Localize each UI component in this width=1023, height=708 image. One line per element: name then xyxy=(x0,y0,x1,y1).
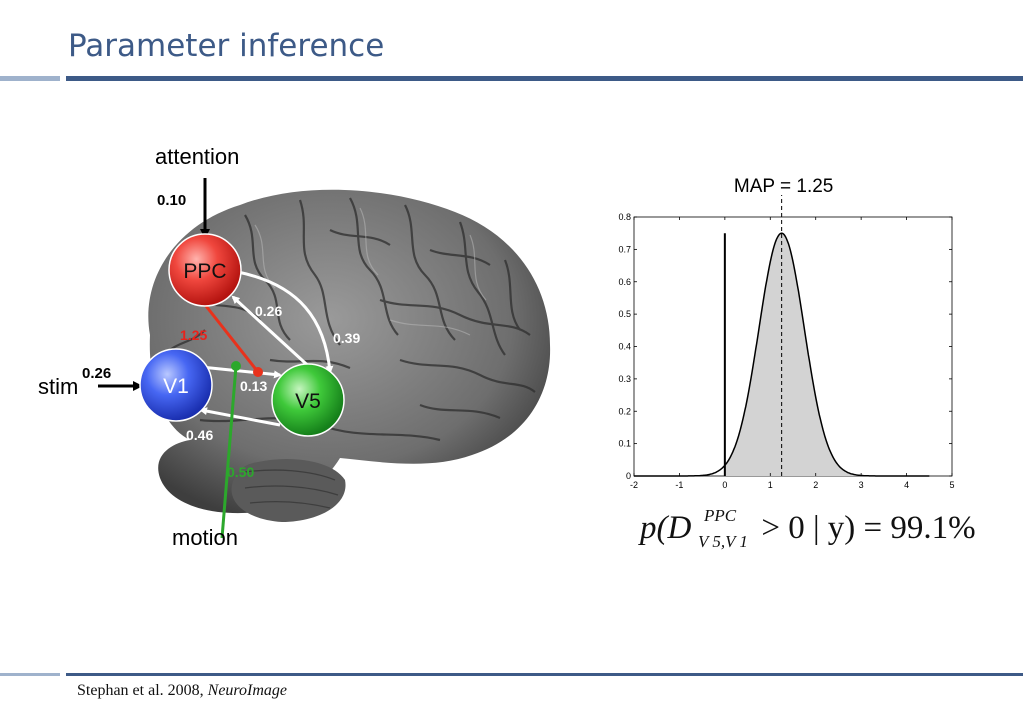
y-tick-label: 0 xyxy=(626,471,631,481)
posterior-area xyxy=(724,233,930,476)
x-tick-label: -1 xyxy=(675,480,683,490)
weight-ppc-to-v5: 0.39 xyxy=(333,330,360,346)
weight-ppc-modulation: 1.25 xyxy=(180,327,207,343)
x-tick-label: 0 xyxy=(722,480,727,490)
header-bar-left xyxy=(0,76,60,81)
connection-v1-to-v5 xyxy=(200,365,282,379)
stim-label: stim xyxy=(38,374,78,399)
header-bar-right xyxy=(66,76,1023,81)
formula-subscript: V 5,V 1 xyxy=(698,532,748,551)
y-tick-label: 0.7 xyxy=(618,244,631,254)
footer-bar-right xyxy=(66,673,1023,676)
weight-v5-to-ppc: 0.26 xyxy=(255,303,282,319)
chart-title: MAP = 1.25 xyxy=(734,176,833,197)
footer-citation-text: Stephan et al. 2008, xyxy=(77,682,204,699)
modulation-ppc xyxy=(204,305,260,373)
y-tick-label: 0.8 xyxy=(618,212,631,222)
y-tick-label: 0.4 xyxy=(618,342,631,352)
weight-v1-to-v5: 0.13 xyxy=(240,378,267,394)
modulation-ppc-dot xyxy=(253,367,263,377)
weight-stim-input: 0.26 xyxy=(82,365,111,382)
connection-v5-to-ppc xyxy=(231,295,317,374)
region-v1-label: V1 xyxy=(163,375,189,398)
y-tick-label: 0.5 xyxy=(618,309,631,319)
region-v5: V5 xyxy=(271,363,345,437)
motion-label: motion xyxy=(172,525,238,550)
footer-bar-left xyxy=(0,673,60,676)
y-tick-label: 0.6 xyxy=(618,277,631,287)
weight-attention-input: 0.10 xyxy=(157,192,186,209)
footer-journal: NeuroImage xyxy=(207,682,288,699)
y-tick-label: 0.2 xyxy=(618,406,631,416)
y-tick-label: 0.1 xyxy=(618,439,631,449)
posterior-curve xyxy=(634,232,930,477)
connections xyxy=(98,178,334,539)
modulation-motion-dot xyxy=(231,361,241,371)
footer-citation: Stephan et al. 2008, NeuroImage xyxy=(77,682,287,700)
region-v5-label: V5 xyxy=(295,390,321,413)
region-ppc-label: PPC xyxy=(183,260,226,283)
x-tick-label: 4 xyxy=(904,480,909,490)
modulation-motion xyxy=(220,365,238,539)
x-tick-label: 5 xyxy=(949,480,954,490)
y-tick-label: 0.3 xyxy=(618,374,631,384)
weight-motion-modulation: 0.50 xyxy=(227,464,254,480)
formula-condition: > 0 | y) = xyxy=(761,510,891,546)
connection-ppc-to-v5 xyxy=(237,270,334,374)
attention-label: attention xyxy=(155,144,239,169)
connection-v5-to-v1 xyxy=(199,407,281,427)
x-tick-label: -2 xyxy=(630,480,638,490)
region-v1: V1 xyxy=(139,348,213,422)
formula-lhs: p(D xyxy=(640,510,692,546)
region-ppc: PPC xyxy=(168,233,242,307)
x-tick-label: 1 xyxy=(768,480,773,490)
weight-v5-to-v1: 0.46 xyxy=(186,427,213,443)
posterior-probability-formula: p(D > 0 | y) = 99.1% PPC V 5,V 1 xyxy=(640,506,976,551)
formula-superscript: PPC xyxy=(704,506,737,525)
x-tick-label: 3 xyxy=(859,480,864,490)
x-tick-label: 2 xyxy=(813,480,818,490)
slide-title: Parameter inference xyxy=(68,28,385,64)
formula-value: 99.1% xyxy=(890,510,976,546)
